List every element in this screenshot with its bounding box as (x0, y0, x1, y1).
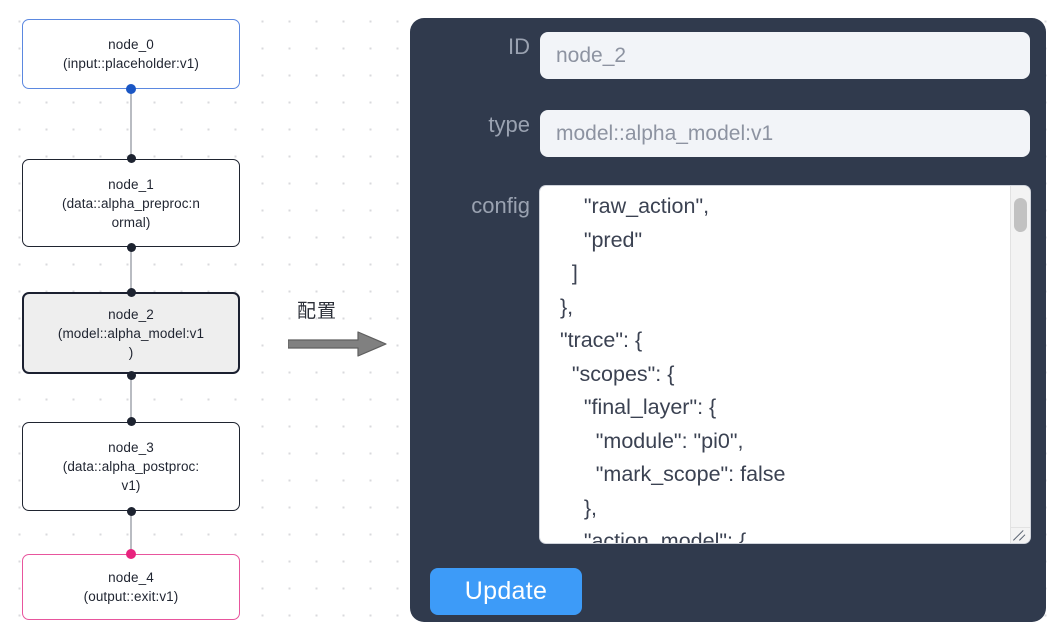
node_3-output-handle[interactable] (126, 506, 136, 516)
config-scrollbar-thumb[interactable] (1014, 198, 1027, 232)
config-resize-handle[interactable] (1010, 527, 1030, 543)
graph-node-label: node_1 (data::alpha_preproc:n ormal) (61, 176, 201, 230)
field-row-config: config "raw_action", "pred" ] }, "trace"… (430, 186, 1030, 543)
config-textarea[interactable]: "raw_action", "pred" ] }, "trace": { "sc… (559, 194, 786, 543)
node_1-output-handle[interactable] (126, 242, 136, 252)
edge-node3-node4 (130, 510, 132, 554)
node_0-output-handle[interactable] (126, 84, 136, 94)
id-field-label: ID (508, 34, 530, 59)
graph-node-node_0[interactable]: node_0 (input::placeholder:v1) (22, 19, 240, 89)
node_2-output-handle[interactable] (126, 370, 136, 380)
node-config-panel: ID type config "raw_action", "pred" ] },… (410, 18, 1046, 622)
config-field-label: config (471, 193, 530, 218)
graph-node-node_3[interactable]: node_3 (data::alpha_postproc: v1) (22, 422, 240, 511)
type-input[interactable] (540, 110, 1030, 157)
graph-node-node_4[interactable]: node_4 (output::exit:v1) (22, 554, 240, 620)
node_1-input-handle[interactable] (126, 153, 136, 163)
graph-node-node_1[interactable]: node_1 (data::alpha_preproc:n ormal) (22, 159, 240, 247)
id-input[interactable] (540, 32, 1030, 79)
graph-node-label: node_3 (data::alpha_postproc: v1) (62, 440, 200, 493)
graph-node-label: node_0 (input::placeholder:v1) (63, 37, 199, 71)
configure-caption: 配置 (297, 300, 338, 322)
graph-node-node_2[interactable]: node_2 (model::alpha_model:v1 ) (22, 292, 240, 374)
configure-annotation: 配置 (283, 296, 395, 357)
field-row-id: ID (430, 32, 1030, 79)
config-textarea-wrapper[interactable]: "raw_action", "pred" ] }, "trace": { "sc… (540, 186, 1030, 543)
type-field-label: type (488, 112, 530, 137)
page-bottom-strip (0, 622, 1062, 643)
graph-node-label: node_4 (output::exit:v1) (83, 570, 179, 604)
edge-node0-node1 (130, 88, 132, 160)
right-arrow-icon (288, 331, 387, 357)
graph-node-label: node_2 (model::alpha_model:v1 ) (57, 306, 205, 360)
node_2-input-handle[interactable] (126, 287, 136, 297)
config-scrollbar-track[interactable] (1010, 186, 1030, 528)
edge-node1-node2 (130, 246, 132, 292)
node_4-input-handle[interactable] (126, 549, 136, 559)
node_3-input-handle[interactable] (126, 416, 136, 426)
edge-node2-node3 (130, 374, 132, 422)
field-row-type: type (430, 110, 1030, 157)
update-button[interactable]: Update (430, 568, 582, 615)
